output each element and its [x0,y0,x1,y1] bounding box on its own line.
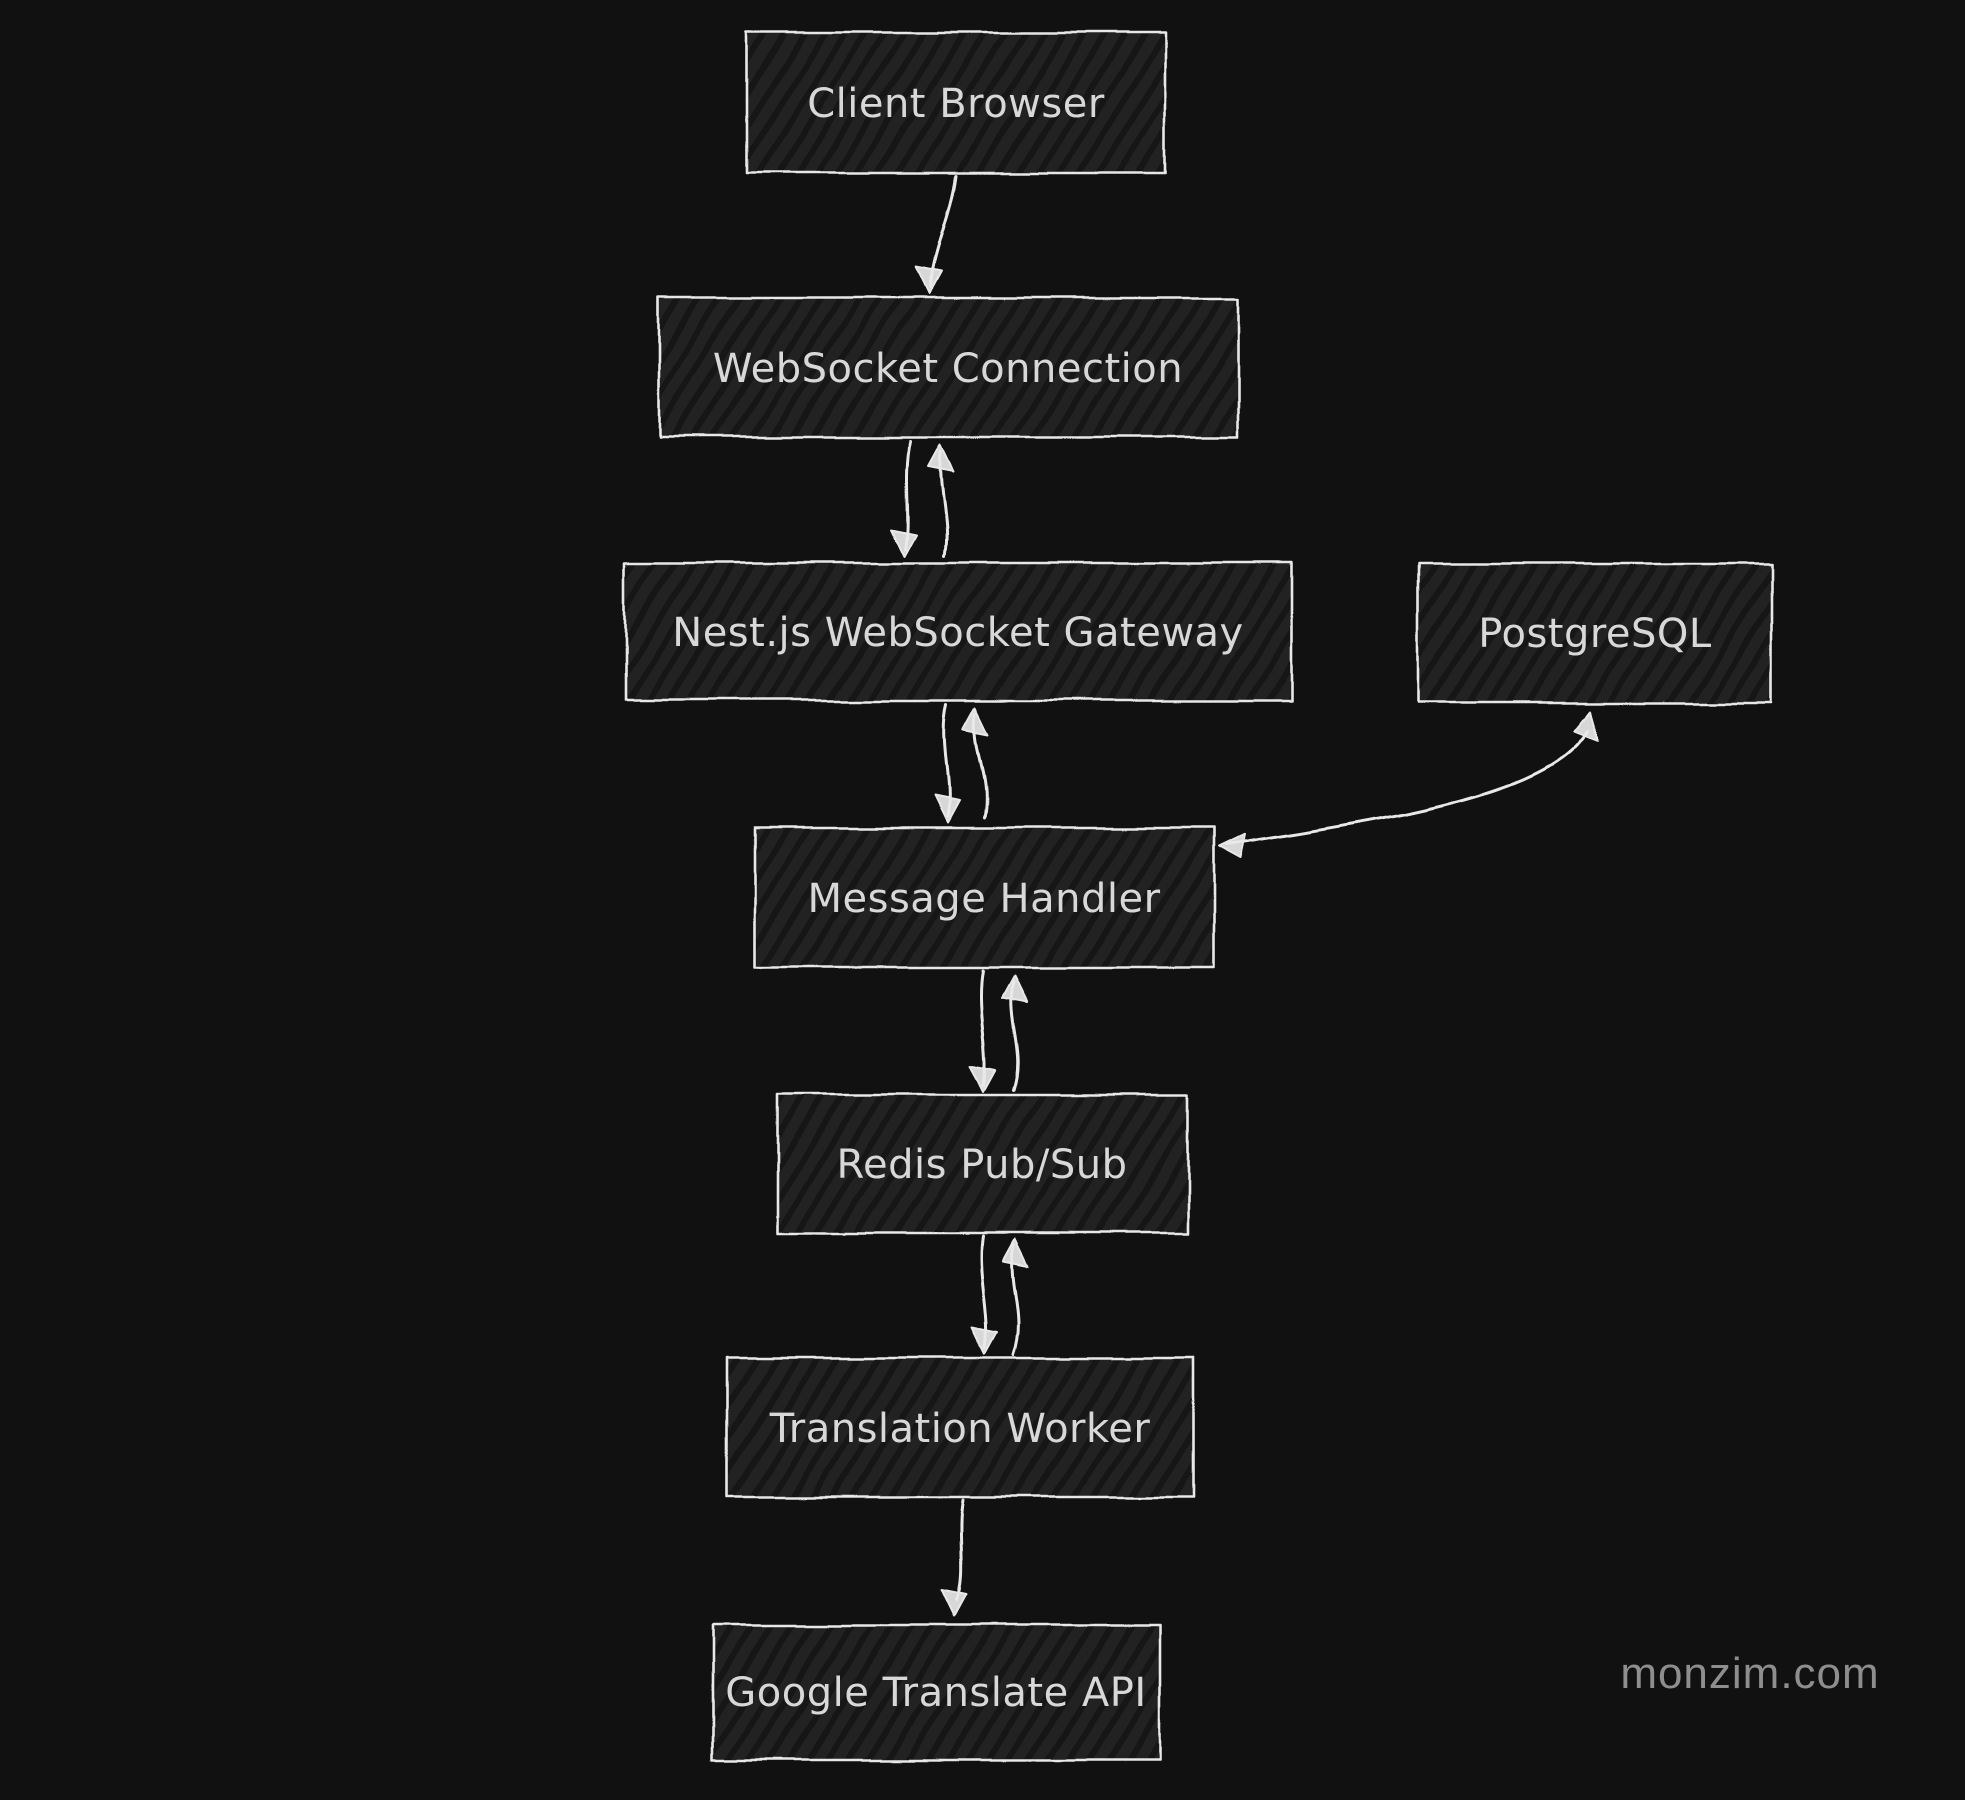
node-google-translate-api-box [711,1623,1162,1762]
edge-line [1224,728,1590,847]
node-client-browser-label: Client Browser [807,81,1105,127]
node-google-translate-api-label: Google Translate API [725,1670,1146,1716]
node-redis-pub-sub-box [775,1093,1190,1235]
node-postgresql-label: PostgreSQL [1478,611,1712,657]
node-message-handler-label: Message Handler [807,876,1160,922]
edge-translation-worker-to-google-translate-api [940,1498,967,1617]
node-client-browser-box [745,31,1167,175]
node-nestjs-websocket-gateway-label: Nest.js WebSocket Gateway [672,610,1243,656]
node-redis-pub-sub-label: Redis Pub/Sub [837,1142,1128,1188]
node-nestjs-websocket-gateway-box [623,561,1294,702]
edge-websocket-connection-to-gateway [891,439,955,558]
node-translation-worker-label: Translation Worker [769,1406,1151,1452]
edge-client-browser-to-websocket-connection [915,174,958,295]
node-postgresql-box [1416,561,1774,705]
watermark-text: monzim.com [1620,1649,1879,1698]
edge-message-handler-to-redis [970,968,1028,1093]
edge-line [954,1498,964,1602]
node-message-handler-box [753,826,1215,969]
edge-gateway-to-message-handler [934,702,990,824]
edge-postgresql-to-message-handler [1217,707,1604,860]
node-websocket-connection-box [657,296,1240,439]
edge-redis-to-translation-worker [971,1234,1029,1357]
node-websocket-connection-label: WebSocket Connection [713,346,1183,392]
node-labels: Client Browser WebSocket Connection Nest… [672,81,1712,1716]
node-translation-worker-box [726,1356,1195,1499]
